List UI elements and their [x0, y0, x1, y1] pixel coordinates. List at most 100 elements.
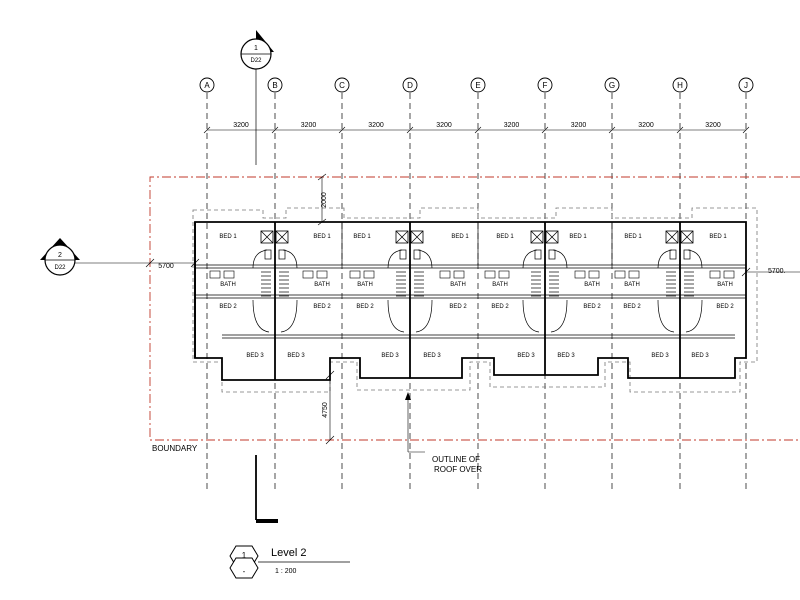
- dim-tick: [742, 126, 750, 134]
- room-label: BED 1: [496, 234, 514, 240]
- bath-fixture: [349, 270, 361, 279]
- curved-wall: [280, 299, 298, 333]
- dim-tick: [474, 126, 482, 134]
- grid-label-E: E: [475, 81, 480, 90]
- dim-value: 3200: [301, 122, 317, 129]
- room-label: BED 3: [517, 353, 535, 359]
- curved-wall: [387, 299, 405, 333]
- dim-value: 3200: [368, 122, 384, 129]
- room-label: BED 3: [381, 353, 399, 359]
- dim-value: 3200: [436, 122, 452, 129]
- toilet-fixture: [413, 249, 421, 260]
- view-title-block[interactable]: 1 - Level 2 1 : 200: [229, 545, 350, 579]
- grid-bubble-A[interactable]: [199, 77, 215, 93]
- toilet-fixture: [669, 249, 677, 260]
- curved-wall: [387, 249, 403, 269]
- bath-fixture: [439, 270, 451, 279]
- room-label: BED 1: [569, 234, 587, 240]
- curved-wall: [550, 299, 568, 333]
- room-label: BED 2: [716, 304, 734, 310]
- section-2-sheet: D22: [54, 265, 66, 271]
- curved-wall: [252, 249, 268, 269]
- room-label: BED 2: [623, 304, 641, 310]
- section-marker-2[interactable]: 2 D22: [40, 238, 80, 276]
- bath-fixture: [614, 270, 626, 279]
- grid-label-J: J: [744, 81, 748, 90]
- dim-tick: [203, 126, 211, 134]
- grid-bubble-B[interactable]: [267, 77, 283, 93]
- internal-walls: [195, 264, 746, 339]
- roof-outline-note-line2: ROOF OVER: [434, 465, 482, 474]
- curved-wall: [522, 299, 540, 333]
- curved-wall: [687, 249, 703, 269]
- dim-tick: [338, 126, 346, 134]
- property-boundary-line: [149, 176, 800, 441]
- bath-fixture: [209, 270, 221, 279]
- bath-fixture: [588, 270, 600, 279]
- grid-bubble-F[interactable]: [537, 77, 553, 93]
- toilet-fixture: [548, 249, 556, 260]
- toilet-fixture: [534, 249, 542, 260]
- room-label: BATH: [624, 282, 640, 288]
- grid-bubble-G[interactable]: [604, 77, 620, 93]
- building-exterior-wall: [194, 221, 747, 381]
- toilet-fixture: [278, 249, 286, 260]
- boundary-label: BOUNDARY: [152, 444, 198, 453]
- top-setback-dim-text: 2000: [321, 192, 328, 208]
- room-label: BED 3: [557, 353, 575, 359]
- bath-fixture: [316, 270, 328, 279]
- room-label: BED 3: [651, 353, 669, 359]
- section-1-sheet: D22: [250, 58, 262, 64]
- bath-fixture: [628, 270, 640, 279]
- party-walls: [274, 222, 681, 380]
- bath-fixture: [363, 270, 375, 279]
- grid-label-H: H: [677, 81, 683, 90]
- roof-outline: [192, 207, 758, 393]
- curved-wall: [282, 249, 298, 269]
- bath-fixture: [709, 270, 721, 279]
- room-label: BED 3: [691, 353, 709, 359]
- curved-wall: [252, 299, 270, 333]
- grid-bubble-E[interactable]: [470, 77, 486, 93]
- dim-tick: [541, 126, 549, 134]
- bath-fixture: [453, 270, 465, 279]
- curved-wall: [657, 249, 673, 269]
- room-label: BED 2: [356, 304, 374, 310]
- dim-tick: [271, 126, 279, 134]
- room-label: BED 1: [313, 234, 331, 240]
- grid-label-A: A: [204, 81, 210, 90]
- grid-bubble-H[interactable]: [672, 77, 688, 93]
- bath-fixture: [723, 270, 735, 279]
- section-cut-tail: [256, 519, 278, 523]
- room-label: BED 3: [246, 353, 264, 359]
- grid-bubble-J[interactable]: [738, 77, 754, 93]
- room-label: BED 2: [313, 304, 331, 310]
- dim-value: 3200: [233, 122, 249, 129]
- room-label: BATH: [492, 282, 508, 288]
- room-label: BATH: [717, 282, 733, 288]
- grid-bubble-D[interactable]: [402, 77, 418, 93]
- view-name: Level 2: [271, 547, 306, 559]
- grid-label-F: F: [543, 81, 548, 90]
- section-1-number: 1: [254, 45, 258, 52]
- curved-wall: [417, 249, 433, 269]
- dim-value: 3200: [638, 122, 654, 129]
- rear-setback-dim-text: 4750: [322, 402, 329, 418]
- curved-wall: [522, 249, 538, 269]
- toilet-fixture: [683, 249, 691, 260]
- toilet-fixture: [399, 249, 407, 260]
- view-scale: 1 : 200: [275, 568, 297, 575]
- room-label: BATH: [314, 282, 330, 288]
- room-label: BED 2: [491, 304, 509, 310]
- grid-bubble-C[interactable]: [334, 77, 350, 93]
- room-label: BED 3: [423, 353, 441, 359]
- bath-fixture: [302, 270, 314, 279]
- section-marker-1[interactable]: 1 D22: [240, 30, 274, 165]
- grid-label-B: B: [272, 81, 277, 90]
- curved-wall: [657, 299, 675, 333]
- room-label: BED 1: [353, 234, 371, 240]
- room-label: BATH: [357, 282, 373, 288]
- room-label: BED 1: [451, 234, 469, 240]
